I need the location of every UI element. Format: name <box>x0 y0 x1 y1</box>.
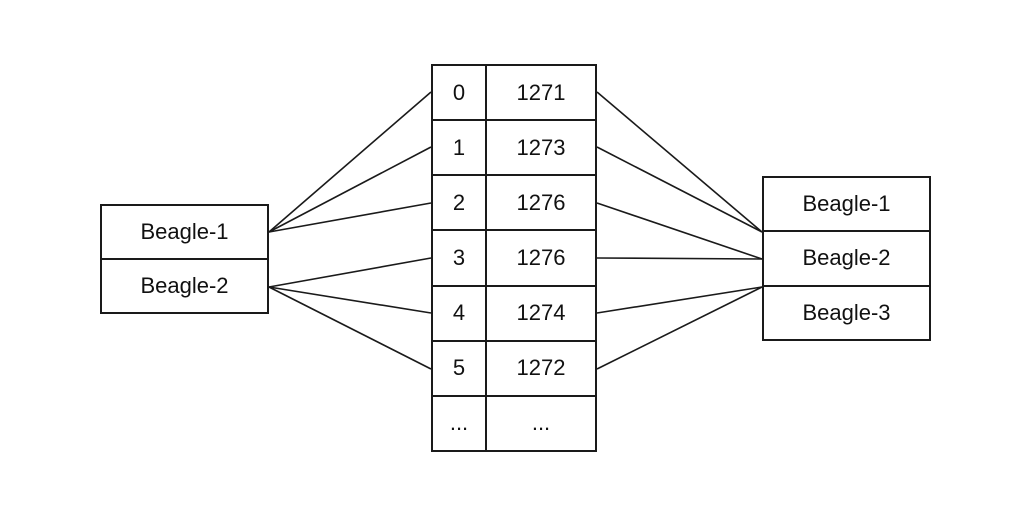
table-cell-value: 1271 <box>516 79 566 105</box>
left-to-table-edges <box>268 91 432 370</box>
hash-slot-table: 0 1271 1 1273 2 1276 3 1276 4 1274 5 127… <box>431 64 597 452</box>
connector-line <box>268 286 432 314</box>
table-cell-value: ... <box>531 410 551 436</box>
table-row[interactable]: 1 1273 <box>433 121 595 177</box>
source-nodes-box: Beagle-1 Beagle-2 <box>100 204 269 314</box>
target-node-row[interactable]: Beagle-3 <box>764 287 929 339</box>
table-cell-value: 1272 <box>516 355 566 381</box>
connector-line <box>268 202 432 233</box>
connector-line <box>268 91 432 233</box>
table-row[interactable]: 3 1276 <box>433 231 595 287</box>
table-row[interactable]: 5 1272 <box>433 341 595 397</box>
table-cell-key: 5 <box>433 341 487 395</box>
target-node-row[interactable]: Beagle-1 <box>764 178 929 233</box>
table-to-right-edges <box>596 91 763 370</box>
target-node-label: Beagle-2 <box>802 245 891 271</box>
table-cell-key: 3 <box>433 231 487 285</box>
table-cell-key: 2 <box>433 176 487 230</box>
source-node-row[interactable]: Beagle-2 <box>102 260 267 312</box>
table-row[interactable]: 4 1274 <box>433 286 595 342</box>
connector-line <box>596 91 763 233</box>
target-node-row[interactable]: Beagle-2 <box>764 232 929 287</box>
connector-line <box>596 202 763 260</box>
table-cell-value: 1274 <box>516 300 566 326</box>
table-row[interactable]: 0 1271 <box>433 66 595 122</box>
connector-line <box>268 286 432 370</box>
target-nodes-box: Beagle-1 Beagle-2 Beagle-3 <box>762 176 931 341</box>
connector-line <box>596 257 763 260</box>
target-node-label: Beagle-1 <box>802 191 891 217</box>
table-cell-key: 4 <box>433 286 487 340</box>
connector-line <box>596 286 763 370</box>
table-row-ellipsis: ... ... <box>433 396 595 450</box>
connector-line <box>268 257 432 288</box>
table-cell-value: 1276 <box>516 189 566 215</box>
connector-line <box>268 146 432 233</box>
table-cell-value: 1273 <box>516 134 566 160</box>
source-node-row[interactable]: Beagle-1 <box>102 206 267 260</box>
table-cell-key: 1 <box>433 121 487 175</box>
table-cell-value: 1276 <box>516 244 566 270</box>
target-node-label: Beagle-3 <box>802 299 891 325</box>
table-row[interactable]: 2 1276 <box>433 176 595 232</box>
connector-line <box>596 286 763 314</box>
table-cell-key: 0 <box>433 66 487 120</box>
source-node-label: Beagle-1 <box>140 219 229 244</box>
connector-line <box>596 146 763 233</box>
source-node-label: Beagle-2 <box>140 273 229 298</box>
table-cell-key: ... <box>433 396 487 450</box>
